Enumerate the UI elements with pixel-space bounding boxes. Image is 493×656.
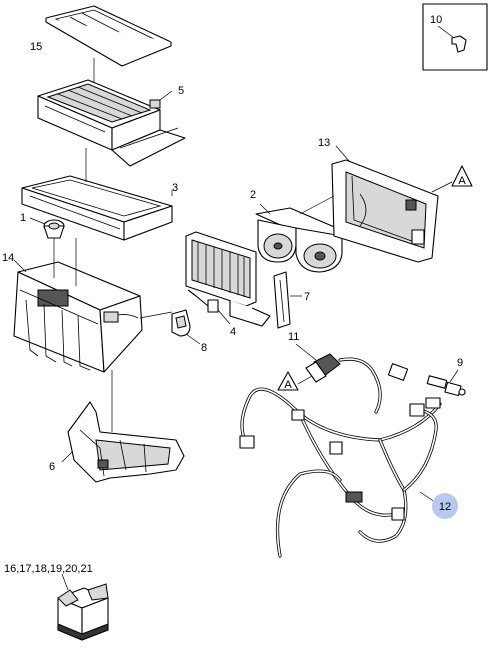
part-10-box <box>422 3 488 71</box>
callout-15: 15 <box>30 41 42 53</box>
part-12-wiring-harness <box>239 357 442 558</box>
ref-a-upper-label: A <box>458 175 466 187</box>
callout-11: 11 <box>288 331 299 343</box>
reference-mark-a-upper <box>431 165 473 193</box>
part-3-filter <box>21 175 173 241</box>
callout-1: 1 <box>20 212 26 224</box>
part-8-clip <box>171 309 191 337</box>
part-7-seal-strip <box>273 271 291 329</box>
kit-box <box>57 583 109 641</box>
callout-3: 3 <box>172 182 178 194</box>
ref-a-lower-label: A <box>284 379 292 391</box>
callout-10: 10 <box>430 14 442 26</box>
callout-12-highlight <box>432 493 458 519</box>
callout-7: 7 <box>304 291 310 303</box>
part-5-upper-case <box>37 79 186 167</box>
part-15-cover <box>45 5 172 67</box>
part-14-lower-housing <box>13 261 143 373</box>
part-2-blower <box>255 207 347 273</box>
callout-5: 5 <box>178 85 184 97</box>
reference-mark-a-lower <box>277 371 313 391</box>
callout-2: 2 <box>250 189 256 201</box>
callout-9: 9 <box>457 357 463 369</box>
part-6-bottom-tray <box>67 401 185 483</box>
callout-14: 14 <box>2 252 14 264</box>
callout-13: 13 <box>318 137 330 149</box>
part-11-resistor <box>305 353 341 383</box>
callout-12: 12 <box>439 501 451 513</box>
part-13-blower-case <box>331 159 439 263</box>
callout-6: 6 <box>49 461 55 473</box>
part-9-connector <box>426 375 466 397</box>
part-1-cap <box>43 219 65 239</box>
callout-4: 4 <box>230 326 236 338</box>
callout-8: 8 <box>201 342 207 354</box>
heater-core <box>185 231 271 327</box>
part-4-sensor <box>187 289 219 313</box>
callout-kit: 16,17,18,19,20,21 <box>4 563 93 575</box>
